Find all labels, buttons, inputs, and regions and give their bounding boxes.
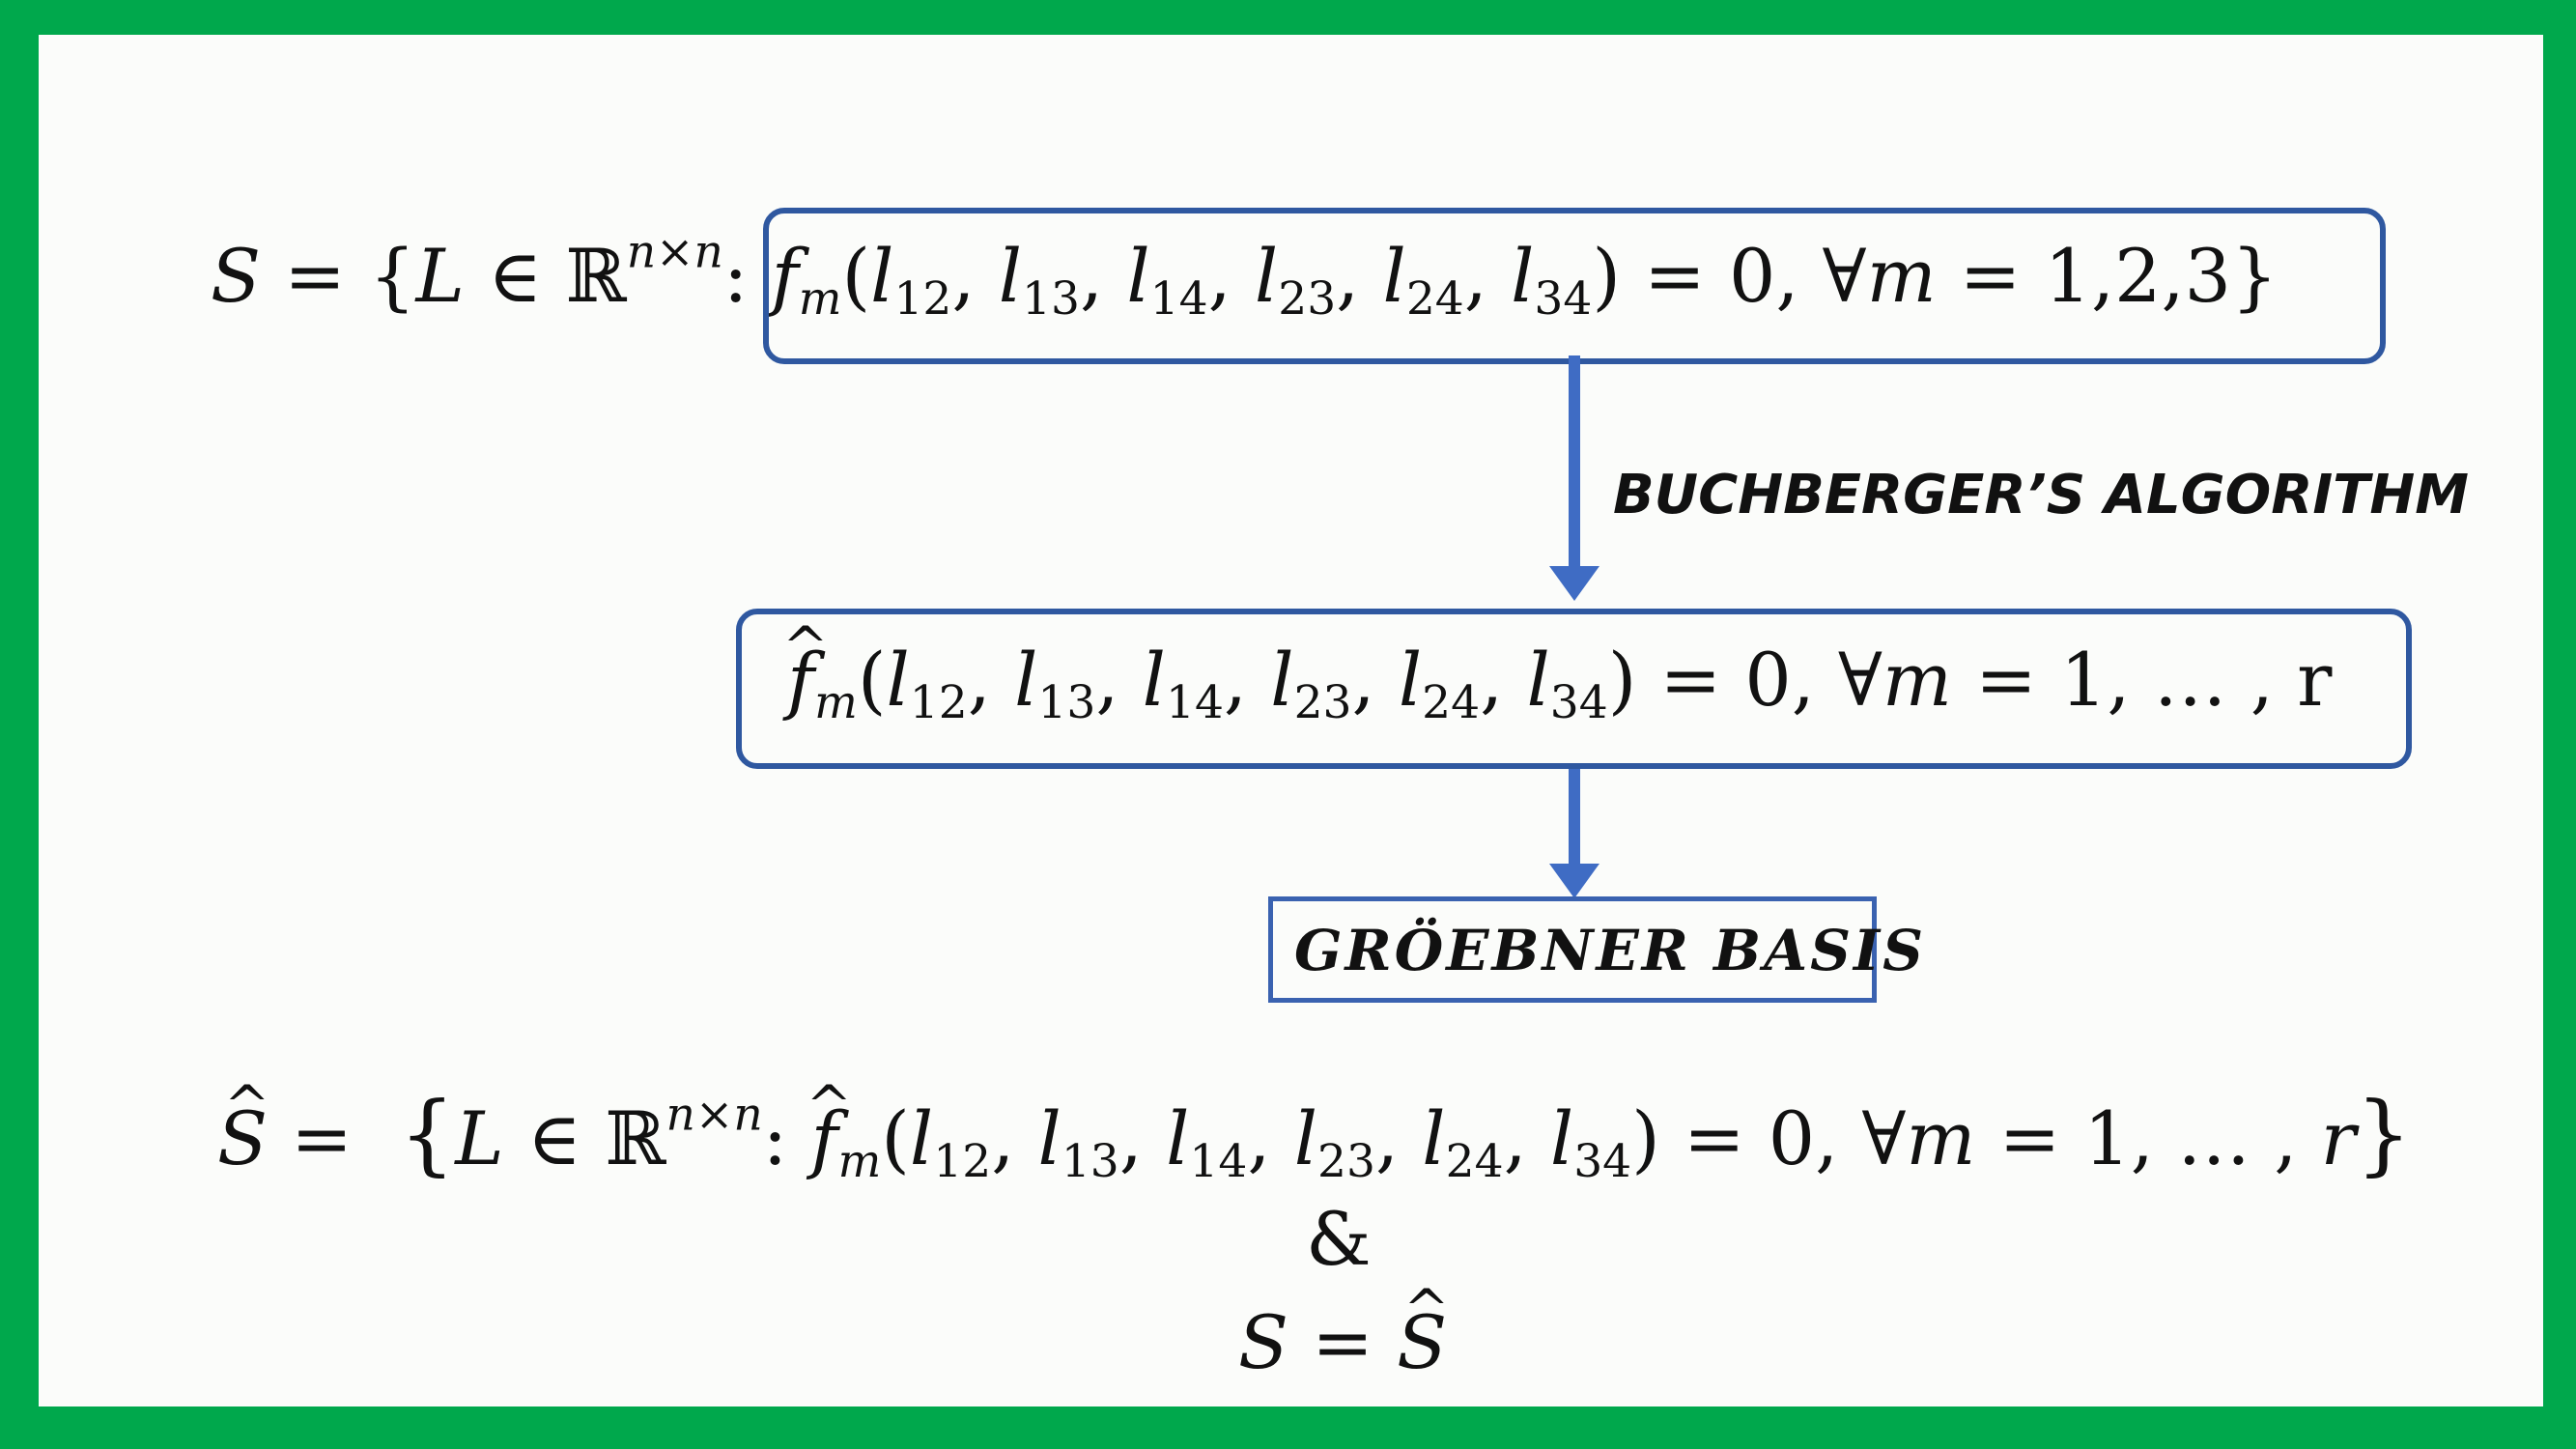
- arrow-to-transformed-system: [1549, 355, 1599, 601]
- conjunction-ampersand: &: [1306, 1196, 1372, 1282]
- groebner-basis-box: [1268, 896, 1877, 1003]
- set-definition: S = {L ∈ ℝn×n: fm(l12, l13, l14, l23, l2…: [211, 225, 2279, 327]
- arrow-to-groebner-basis: [1549, 765, 1599, 898]
- transformed-system-box: [736, 609, 2412, 769]
- hat-set-definition: S = {L ∈ ℝn×n: fm(l12, l13, l14, l23, l2…: [217, 1090, 2412, 1184]
- transformed-system: fm(l12, l13, l14, l23, l24, l34) = 0, ∀m…: [787, 643, 2332, 726]
- buchberger-algorithm-label: BUCHBERGER’S ALGORITHM: [1613, 464, 2469, 526]
- set-equality: S = S: [1238, 1306, 1447, 1379]
- groebner-basis-label: GRÖEBNER BASIS: [1294, 918, 1927, 983]
